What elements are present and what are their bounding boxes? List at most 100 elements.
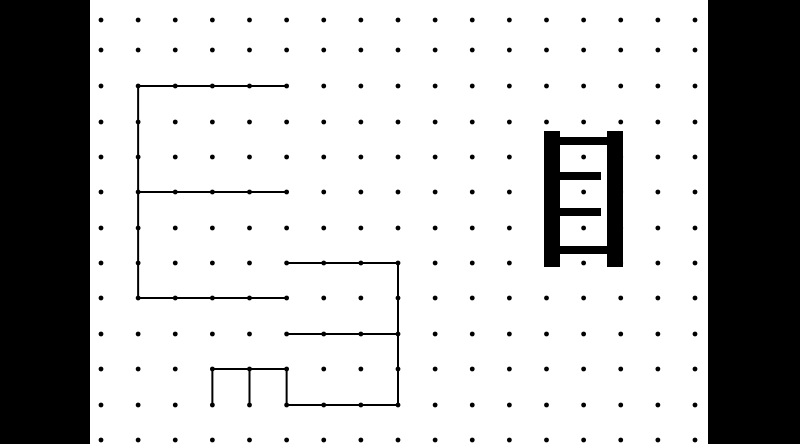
grid-dot (655, 402, 661, 408)
grid-dot (284, 225, 290, 231)
grid-dot (358, 119, 364, 125)
grid-dot (395, 260, 401, 266)
grid-dot (172, 17, 178, 23)
grid-dot (209, 260, 215, 266)
grid-dot (284, 437, 290, 443)
grid-dot (544, 295, 549, 301)
grid-dot (172, 366, 178, 372)
grid-dot (432, 366, 438, 372)
grid-dot (172, 402, 178, 408)
grid-dot (135, 83, 141, 89)
grid-dot (247, 17, 252, 23)
grid-dot (655, 260, 661, 266)
grid-dot (98, 225, 104, 231)
grid-dot (655, 83, 661, 89)
grid-dot (581, 331, 587, 337)
grid-dot (506, 295, 512, 301)
grid-dot (692, 189, 698, 195)
grid-dot (321, 225, 327, 231)
grid-dot (321, 295, 327, 301)
grid-dot (98, 83, 104, 89)
grid-dot (321, 402, 327, 408)
grid-dot (135, 189, 141, 195)
grid-dot (432, 225, 438, 231)
grid-dot (544, 83, 549, 89)
grid-dot (432, 437, 438, 443)
grid-dot (209, 366, 215, 372)
grid-dot (395, 295, 401, 301)
grid-dot (135, 47, 141, 53)
grid-dot (469, 331, 475, 337)
grid-dot (655, 437, 661, 443)
grid-dot (172, 331, 178, 337)
grid-dot (395, 154, 401, 160)
grid-dot (321, 260, 327, 266)
grid-dot (692, 47, 698, 53)
grid-dot (618, 119, 624, 125)
grid-dot (321, 154, 327, 160)
grid-dot (247, 83, 252, 89)
grid-dot (432, 47, 438, 53)
grid-dot (395, 402, 401, 408)
grid-dot (358, 154, 364, 160)
grid-dot (618, 437, 624, 443)
grid-dot (247, 154, 252, 160)
grid-dot (358, 295, 364, 301)
grid-dot (692, 17, 698, 23)
grid-dot (469, 119, 475, 125)
grid-dot (506, 225, 512, 231)
grid-dot (358, 366, 364, 372)
grid-dot (135, 119, 141, 125)
grid-dot (321, 331, 327, 337)
grid-dot (284, 189, 290, 195)
grid-dot (247, 47, 252, 53)
grid-dot (284, 119, 290, 125)
grid-dot (247, 225, 252, 231)
grid-dot (581, 154, 587, 160)
grid-dot (172, 47, 178, 53)
grid-dot (98, 295, 104, 301)
glyph-bottom-rung (544, 246, 623, 254)
grid-dot (544, 17, 549, 23)
grid-dot (209, 154, 215, 160)
grid-dot (618, 331, 624, 337)
grid-dot (284, 17, 290, 23)
grid-dot (135, 437, 141, 443)
dot-grid-svg (98, 17, 698, 443)
grid-dot (655, 47, 661, 53)
grid-dot (172, 119, 178, 125)
grid-dot (209, 225, 215, 231)
grid-dot (581, 295, 587, 301)
grid-dot (469, 260, 475, 266)
grid-dot (655, 17, 661, 23)
grid-dot (506, 437, 512, 443)
grid-dot (209, 17, 215, 23)
grid-dot (618, 402, 624, 408)
grid-dot (692, 437, 698, 443)
grid-dot (469, 295, 475, 301)
grid-dot (172, 154, 178, 160)
glyph-top-rung (544, 137, 623, 145)
grid-dot (172, 260, 178, 266)
grid-dot (209, 295, 215, 301)
grid-dot (395, 225, 401, 231)
grid-dot (247, 402, 252, 408)
grid-dot (469, 402, 475, 408)
grid-dot (544, 437, 549, 443)
grid-dot (209, 437, 215, 443)
grid-dot (98, 437, 104, 443)
grid-dot (655, 119, 661, 125)
grid-dot (469, 47, 475, 53)
grid-dot (655, 366, 661, 372)
grid-dot (135, 154, 141, 160)
grid-dot (209, 119, 215, 125)
grid-dot (172, 295, 178, 301)
grid-dot (395, 437, 401, 443)
grid-dot (135, 366, 141, 372)
grid-dot (395, 17, 401, 23)
grid-dot (135, 331, 141, 337)
grid-dot (655, 331, 661, 337)
grid-dot (98, 47, 104, 53)
grid-dot (506, 83, 512, 89)
grid-dot (284, 83, 290, 89)
